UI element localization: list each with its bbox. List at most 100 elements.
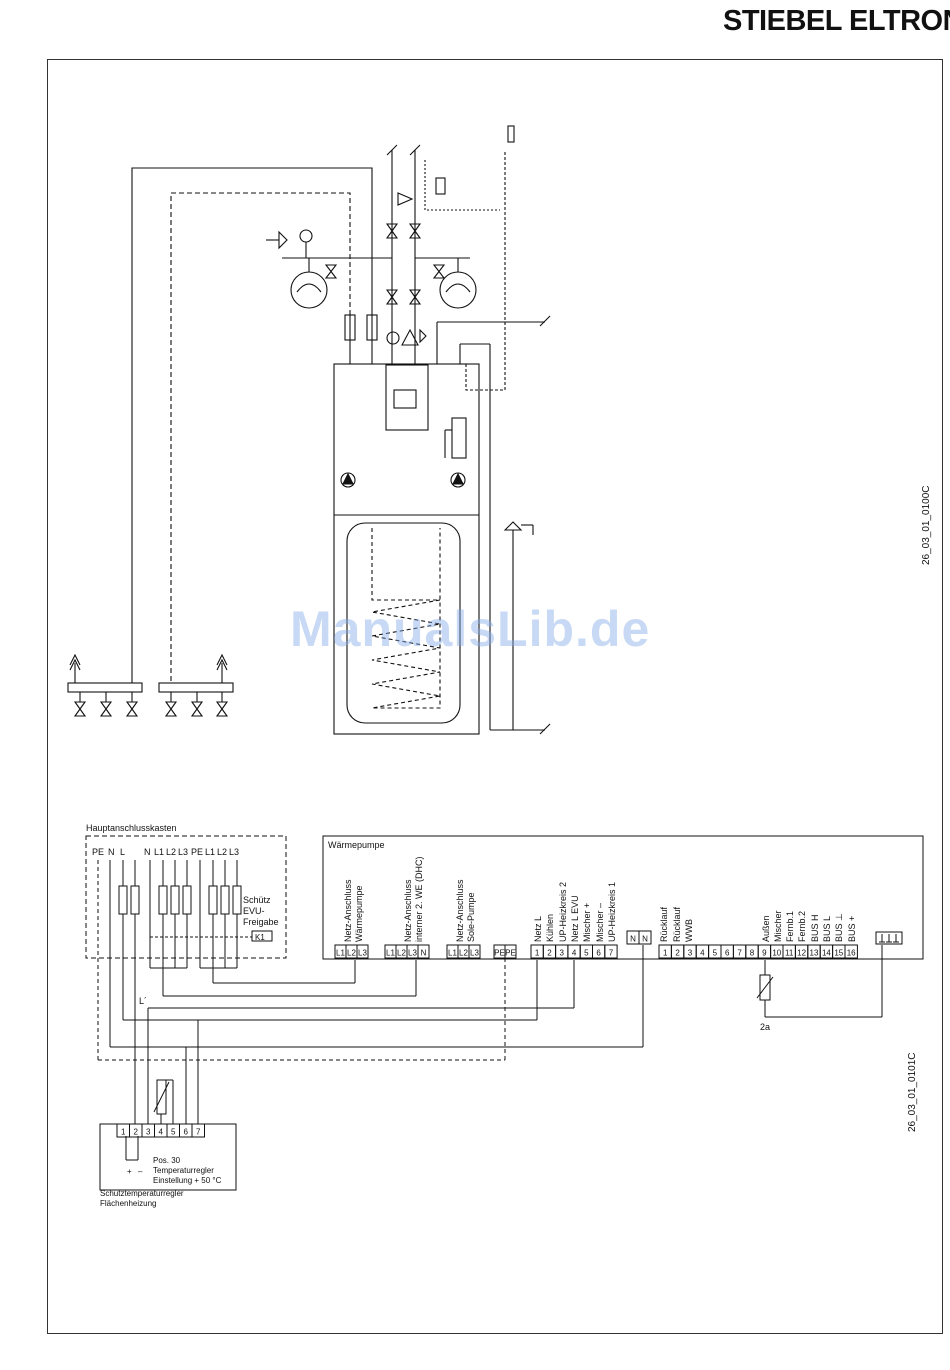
- contactor-label: Schütz EVU- Freigabe: [243, 895, 279, 927]
- terminal-io1-2: 3: [555, 944, 569, 959]
- terminal-io2-3: 4: [695, 944, 710, 959]
- svg-text:16: 16: [847, 949, 856, 958]
- svg-text:EVU-: EVU-: [243, 906, 265, 916]
- schutz-terminal-6: 7: [191, 1123, 205, 1138]
- schutz-note: Pos. 30 Temperaturregler Einstellung + 5…: [153, 1156, 222, 1185]
- drawing-frame: [47, 59, 943, 1334]
- svg-text:4: 4: [572, 949, 577, 958]
- expansion-vessel-left: [290, 271, 328, 309]
- svg-text:N: N: [421, 949, 427, 958]
- heatpump-cabinet: [333, 363, 480, 735]
- terminal-io2-1: 2: [670, 944, 685, 959]
- svg-text:2: 2: [547, 949, 552, 958]
- manifold-left: [67, 682, 143, 693]
- io-labels-3: Außen Mischer Fernb.1 Fernb.2 BUS H BUS …: [761, 910, 857, 942]
- terminal-io2-13: 14: [819, 944, 834, 959]
- svg-text:N: N: [642, 935, 648, 944]
- schutz-contact-signs: + –: [127, 1167, 143, 1176]
- svg-text:8: 8: [750, 949, 755, 958]
- svg-text:5: 5: [171, 1128, 176, 1137]
- svg-text:L1: L1: [336, 949, 345, 958]
- svg-text:5: 5: [713, 949, 718, 958]
- svg-text:Fernb.1: Fernb.1: [785, 911, 795, 942]
- terminal-group0-2: L3: [356, 944, 369, 959]
- svg-text:Rücklauf: Rücklauf: [659, 906, 669, 942]
- svg-text:Mischer –: Mischer –: [595, 903, 605, 942]
- schutz-caption: Schutztemperaturregler Flächenheizung: [100, 1189, 184, 1208]
- svg-text:Fernb.2: Fernb.2: [797, 911, 807, 942]
- svg-text:Schutztemperaturregler: Schutztemperaturregler: [100, 1189, 184, 1198]
- svg-text:3: 3: [146, 1128, 151, 1137]
- schutz-terminal-1: 2: [129, 1123, 143, 1138]
- svg-text:UP-Heizkreis 1: UP-Heizkreis 1: [607, 882, 617, 942]
- svg-text:BUS ⊥: BUS ⊥: [834, 913, 844, 942]
- svg-text:1: 1: [535, 949, 540, 958]
- svg-text:Schütz: Schütz: [243, 895, 271, 905]
- svg-text:L2: L2: [459, 949, 468, 958]
- terminal-group1-3: N: [417, 944, 430, 959]
- svg-text:Flächenheizung: Flächenheizung: [100, 1199, 156, 1208]
- svg-text:11: 11: [785, 949, 794, 958]
- svg-text:BUS +: BUS +: [847, 916, 857, 942]
- svg-text:interner 2. WE (DHC): interner 2. WE (DHC): [414, 856, 424, 942]
- svg-text:Mischer +: Mischer +: [582, 903, 592, 942]
- terminal-io2-6: 7: [732, 944, 747, 959]
- terminal-n-1: N: [638, 930, 652, 945]
- svg-text:L1: L1: [386, 949, 395, 958]
- hauptanschlusskasten-box: [85, 835, 287, 959]
- svg-text:–: –: [138, 1167, 143, 1176]
- svg-text:N: N: [108, 847, 115, 857]
- svg-text:L1: L1: [448, 949, 457, 958]
- svg-text:12: 12: [797, 949, 806, 958]
- svg-text:PE: PE: [505, 949, 516, 958]
- terminal-io2-10: 11: [782, 944, 796, 959]
- svg-text:L3: L3: [178, 847, 188, 857]
- svg-text:7: 7: [737, 949, 742, 958]
- terminal-group1-2: L3: [406, 944, 419, 959]
- terminal-io2-5: 6: [720, 944, 734, 959]
- svg-text:PE: PE: [92, 847, 104, 857]
- svg-text:10: 10: [772, 949, 781, 958]
- terminal-group1-1: L2: [395, 944, 408, 959]
- terminal-io2-0: 1: [658, 944, 672, 959]
- svg-text:1: 1: [121, 1128, 126, 1137]
- svg-text:Netz L EVU: Netz L EVU: [570, 895, 580, 942]
- svg-text:L: L: [120, 847, 125, 857]
- svg-text:15: 15: [834, 949, 843, 958]
- svg-text:13: 13: [810, 949, 819, 958]
- terminal-io1-5: 6: [592, 944, 606, 959]
- terminal-group2-2: L3: [468, 944, 481, 959]
- svg-text:L1: L1: [205, 847, 215, 857]
- terminal-io1-3: 4: [567, 944, 581, 959]
- svg-text:Rücklauf: Rücklauf: [672, 906, 682, 942]
- terminal-io1-1: 2: [542, 944, 557, 959]
- svg-text:L1: L1: [154, 847, 164, 857]
- svg-text:Wärmepumpe: Wärmepumpe: [354, 885, 364, 942]
- electrical-diagram: [85, 835, 924, 1191]
- svg-text:9: 9: [762, 949, 767, 958]
- brand-logo: STIEBEL ELTRON: [723, 5, 950, 37]
- svg-text:BUS L: BUS L: [822, 916, 832, 942]
- svg-text:2: 2: [134, 1128, 139, 1137]
- schutz-terminal-2: 3: [141, 1123, 155, 1138]
- svg-text:PE: PE: [191, 847, 203, 857]
- contactor-tag: K1: [255, 933, 265, 942]
- svg-text:WWB: WWB: [684, 919, 694, 942]
- terminal-io1-0: 1: [530, 944, 544, 959]
- svg-text:L2: L2: [397, 949, 406, 958]
- svg-text:3: 3: [560, 949, 565, 958]
- svg-text:L3: L3: [408, 949, 417, 958]
- controller-box: [385, 364, 429, 431]
- sensor-tag: 2a: [760, 1022, 770, 1032]
- svg-text:2: 2: [675, 949, 680, 958]
- terminal-group1-0: L1: [384, 944, 397, 959]
- terminal-group0-1: L2: [345, 944, 358, 959]
- hydraulic-diagram: [67, 125, 551, 735]
- expansion-vessel-right: [439, 271, 477, 309]
- svg-text:4: 4: [700, 949, 705, 958]
- terminal-group2-1: L2: [457, 944, 470, 959]
- watermark: ManualsLib.de: [290, 601, 651, 657]
- svg-text:PE: PE: [494, 949, 505, 958]
